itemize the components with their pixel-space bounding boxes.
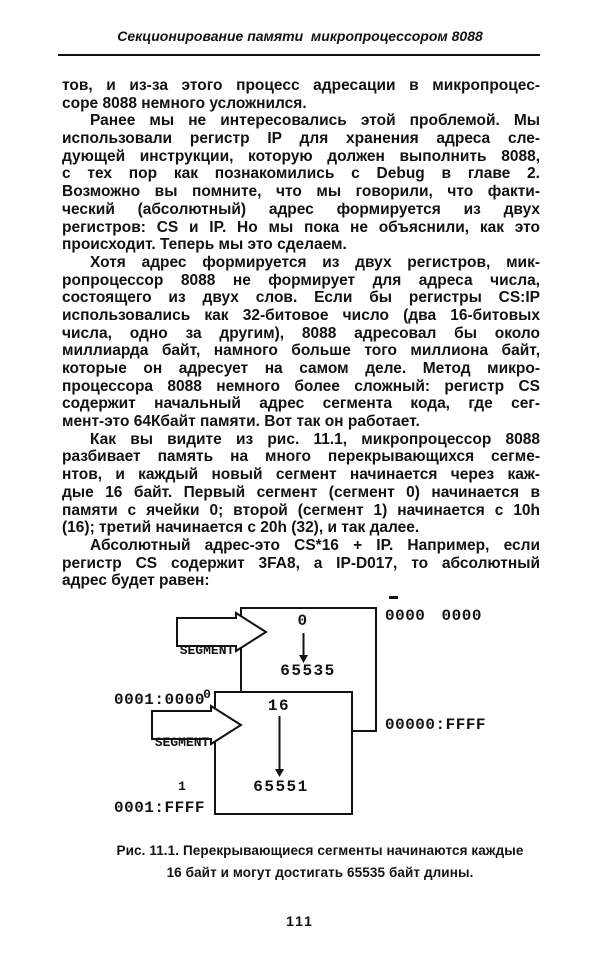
address-label-right: 00000:FFFF xyxy=(385,716,487,734)
text-line: числа, одно за другим), 8088 адресовал б… xyxy=(62,324,540,342)
text-line: использовали регистр IP для хранения адр… xyxy=(62,130,540,148)
text-line: регистров: CS и IP. Но мы пока не объясн… xyxy=(62,218,540,236)
figure-caption-line1: Рис. 11.1. Перекрывающиеся сегменты начи… xyxy=(116,843,524,858)
text-line: нтов, и каждый новый сегмент начинается … xyxy=(62,466,540,484)
text-line: мент-это 64Кбайт памяти. Вот так он рабо… xyxy=(62,413,420,431)
address-label-left-top: 0001:0000 xyxy=(114,691,205,709)
segment1-arrow-label: SEGMENT 1 xyxy=(152,707,212,823)
text-line: регистр CS содержит 3FA8, а IP-D017, то … xyxy=(62,554,540,572)
segment0-end-value: 65535 xyxy=(280,662,336,680)
address-label-left-bottom: 0001:FFFF xyxy=(114,799,205,817)
segment1-start-value: 16 xyxy=(267,697,291,715)
text-line: процессора 8088 немного более сложный: р… xyxy=(62,377,540,395)
address-label-top-right: 0000 0000 xyxy=(385,607,482,625)
text-line: которые он адресует на самом деле. Метод… xyxy=(62,360,540,377)
text-line: дующей инструкции, которую должен выполн… xyxy=(62,147,540,165)
header-rule xyxy=(58,54,540,56)
text-line: Ранее мы не интересовались этой проблемо… xyxy=(90,112,540,130)
text-line: адрес будет равен: xyxy=(62,572,210,590)
segment1-box xyxy=(214,691,353,815)
text-line: Как вы видите из рис. 11.1, микропроцесс… xyxy=(90,430,540,448)
segment0-arrow-label: SEGMENT 0 xyxy=(177,615,237,731)
text-line: Возможно вы помните, что мы говорили, чт… xyxy=(62,183,540,201)
segment1-end-value: 65551 xyxy=(253,778,309,796)
segment0-start-value: 0 xyxy=(297,612,309,630)
segment0-arrow-label-line2: 0 xyxy=(203,686,211,702)
segment1-right-arrow-icon xyxy=(151,704,243,746)
page-number: 111 xyxy=(286,913,314,929)
text-line: содержит начальный адрес сегмента кода, … xyxy=(62,395,540,413)
text-line: Абсолютный адрес-это CS*16 + IP. Наприме… xyxy=(90,536,540,554)
segment1-arrow-label-line2: 1 xyxy=(178,778,186,794)
body-text: тов, и из-за этого процесс адресации в м… xyxy=(62,77,540,590)
figure-caption-line2: 16 байт и могут достигать 65535 байт дли… xyxy=(166,864,474,880)
segment0-down-arrow-icon xyxy=(299,633,308,663)
segment0-arrow-label-line1: SEGMENT xyxy=(179,643,235,658)
running-header: Секционирование памяти микропроцессором … xyxy=(117,28,483,44)
text-line: ческий (абсолютный) адрес формируется из… xyxy=(62,200,540,218)
text-line: происходит. Теперь мы это сделаем. xyxy=(62,236,347,254)
text-line: тов, и из-за этого процесс адресации в м… xyxy=(62,77,540,94)
text-line: памяти с ячейки 0; второй (сегмент 1) на… xyxy=(62,501,540,519)
text-line: ропроцессор 8088 не формирует для адреса… xyxy=(62,271,540,289)
segment1-down-arrow-icon xyxy=(275,716,284,777)
text-line: состоящего из двух слов. Если бы регистр… xyxy=(62,289,540,307)
text-line: миллиарда байт, намного больше того милл… xyxy=(62,342,540,360)
text-line: соре 8088 немного усложнился. xyxy=(62,94,307,112)
text-line: использовались как 32-битовое число (два… xyxy=(62,306,540,324)
text-line: с тех пор как познакомились с Debug в гл… xyxy=(62,165,540,183)
text-line: Хотя адрес формируется из двух регистров… xyxy=(90,253,540,271)
segment0-right-arrow-icon xyxy=(176,611,268,653)
figure-caption: Рис. 11.1. Перекрывающиеся сегменты начи… xyxy=(70,840,570,883)
segment1-arrow-label-line1: SEGMENT xyxy=(154,735,210,750)
text-line: (16); третий начинается с 20h (32), и та… xyxy=(62,519,420,537)
text-line: дые 16 байт. Первый сегмент (сегмент 0) … xyxy=(62,483,540,501)
text-line: разбивает память на много перекрывающихс… xyxy=(62,448,540,466)
stray-dash-mark xyxy=(389,596,398,599)
